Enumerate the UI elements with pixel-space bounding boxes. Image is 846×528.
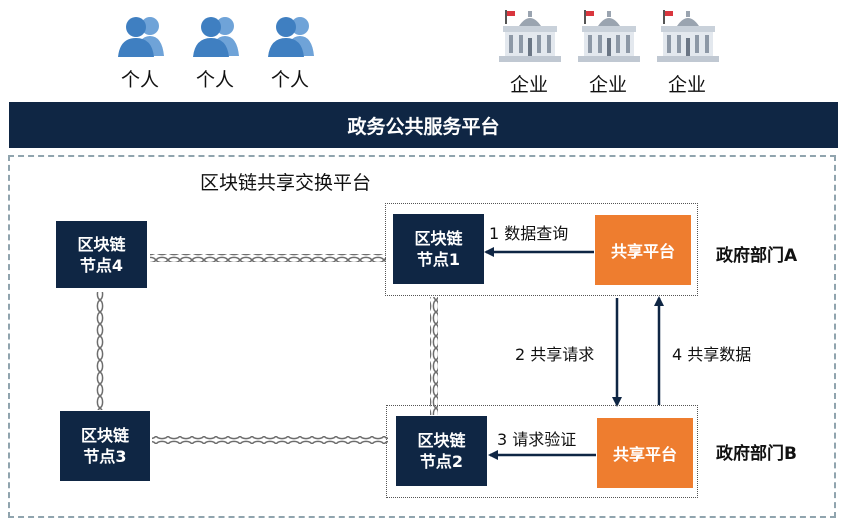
platform-banner: 政务公共服务平台 [9, 102, 838, 148]
users-icon [268, 17, 314, 57]
blockchain-node-4: 区块链节点4 [56, 221, 147, 288]
department-b-box [386, 405, 698, 498]
node-number: 节点4 [79, 255, 124, 275]
step-4-label: 4 共享数据 [672, 341, 752, 365]
node-label: 区块链 [80, 426, 129, 445]
government-building-icon [578, 10, 640, 62]
user-group-2 [187, 14, 247, 62]
node-label: 区块链 [77, 234, 126, 254]
chain-link-node1-node2 [430, 297, 438, 415]
node-label: 区块链 [417, 431, 466, 450]
user-group-1 [112, 14, 172, 62]
enterprise-2 [576, 8, 642, 68]
node-number: 节点3 [83, 447, 127, 466]
government-building-icon [499, 10, 561, 62]
department-b-label: 政府部门B [716, 444, 797, 464]
user-label: 个人 [195, 69, 234, 91]
enterprise-1 [497, 8, 563, 68]
users-icon [118, 17, 164, 57]
step-3-label: 3 请求验证 [497, 426, 577, 450]
enterprise-3 [655, 8, 721, 68]
users-icon [193, 17, 239, 57]
department-a-label: 政府部门A [716, 246, 798, 266]
chain-link-node4-node1 [150, 254, 386, 262]
share-platform-a: 共享平台 [595, 215, 691, 285]
user-label: 个人 [270, 69, 309, 91]
user-group-3 [262, 14, 322, 62]
blockchain-node-1: 区块链节点1 [393, 214, 484, 284]
share-platform-b: 共享平台 [597, 418, 693, 488]
chain-link-node4-node3 [96, 292, 104, 410]
section-title: 区块链共享交换平台 [200, 172, 372, 194]
node-label: 区块链 [414, 229, 463, 248]
government-building-icon [657, 10, 719, 62]
user-label: 个人 [120, 69, 159, 91]
node-number: 节点1 [416, 250, 461, 269]
enterprise-label: 企业 [509, 74, 548, 96]
chain-link-node3-node2 [152, 436, 388, 444]
blockchain-exchange-container [8, 155, 836, 518]
department-a-box [385, 203, 698, 296]
blockchain-node-2: 区块链节点2 [396, 416, 487, 486]
step-2-label: 2 共享请求 [515, 341, 595, 365]
enterprise-label: 企业 [667, 74, 706, 96]
blockchain-node-3: 区块链节点3 [60, 411, 150, 481]
node-number: 节点2 [419, 452, 464, 471]
step-1-label: 1 数据查询 [489, 220, 569, 244]
enterprise-label: 企业 [588, 74, 627, 96]
